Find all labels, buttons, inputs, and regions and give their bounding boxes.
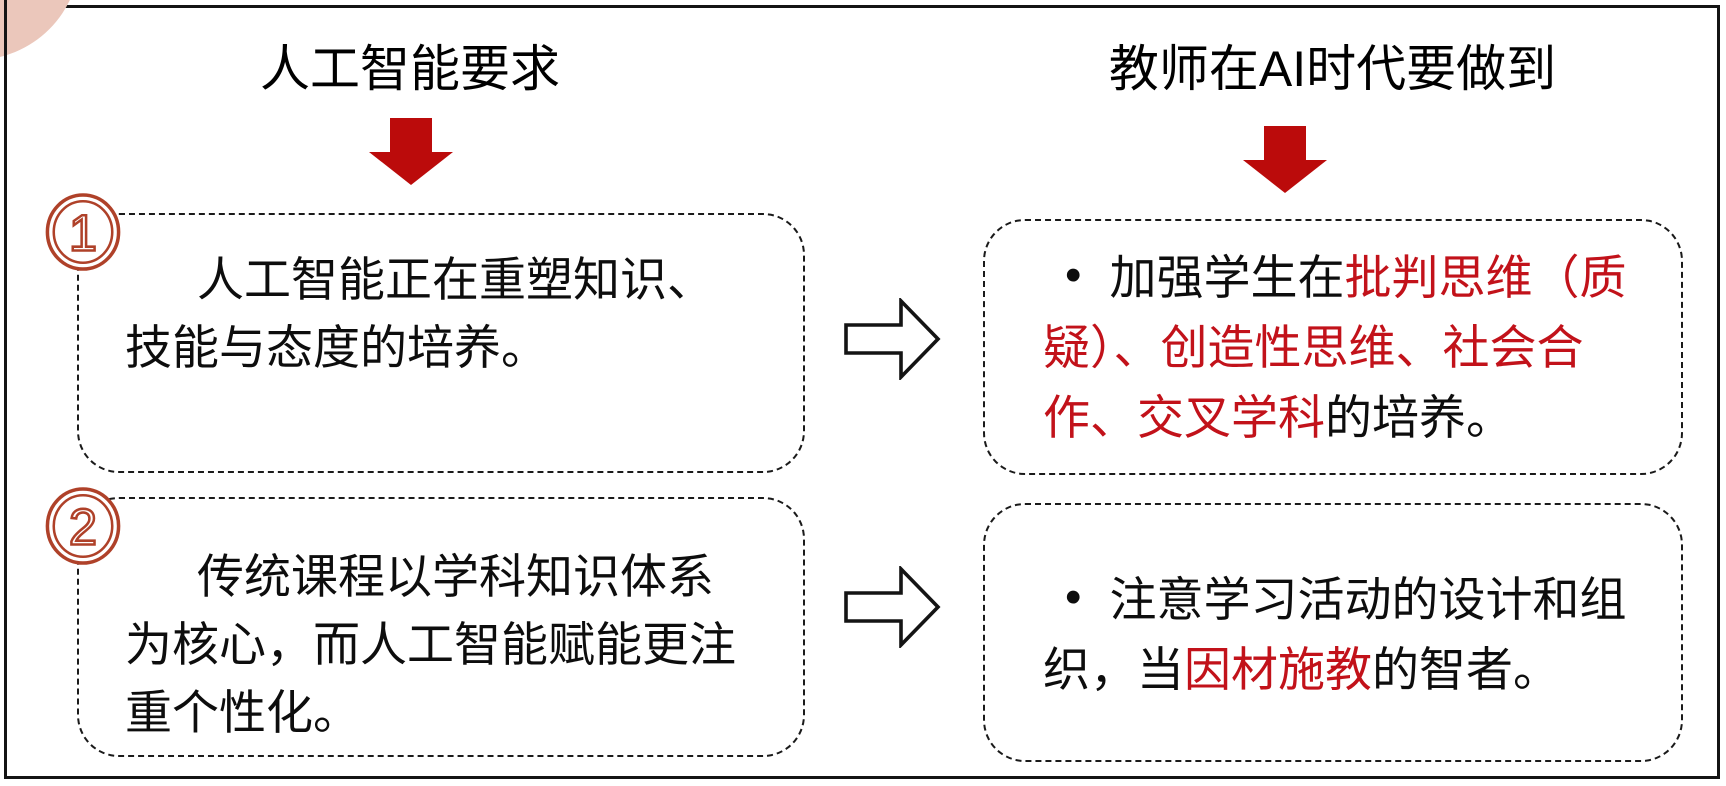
text-line: 作、交叉学科的培养。	[1043, 383, 1626, 453]
down-arrow-stem	[390, 118, 432, 152]
text-segment-highlight: 疑）、创造性思维、社会合	[1043, 321, 1584, 374]
column-header-right: 教师在AI时代要做到	[1108, 41, 1557, 97]
text-line: 传统课程以学科知识体系	[197, 550, 714, 603]
text-segment: 织，当	[1043, 643, 1184, 696]
text-line: 重个性化。	[125, 686, 360, 739]
text-segment-highlight: 作、交叉学科	[1043, 391, 1325, 444]
right-arrow-icon-2	[844, 566, 941, 648]
box-right-1-text: • 加强学生在批判思维（质 疑）、创造性思维、社会合 作、交叉学科的培养。	[1043, 243, 1626, 453]
corner-decoration	[0, 0, 80, 60]
box-right-2	[983, 503, 1683, 762]
text-segment: 加强学生在	[1109, 251, 1345, 304]
down-arrow-icon-left	[369, 118, 453, 185]
box-left-1-text: 人工智能正在重塑知识、 技能与态度的培养。	[125, 246, 714, 382]
box-left-1	[77, 213, 805, 473]
down-arrow-head	[369, 152, 453, 185]
box-left-2-text: 传统课程以学科知识体系 为核心，而人工智能赋能更注 重个性化。	[125, 543, 736, 747]
down-arrow-stem	[1264, 126, 1306, 160]
right-arrow-icon-1	[844, 298, 941, 380]
circled-number-1: 1	[69, 205, 97, 262]
text-line: 织，当因材施教的智者。	[1043, 635, 1626, 705]
slide-frame-left-edge	[4, 0, 7, 62]
circled-number-2: 2	[69, 499, 97, 556]
text-line: 人工智能正在重塑知识、	[197, 253, 714, 306]
box-right-2-text: • 注意学习活动的设计和组 织，当因材施教的智者。	[1043, 565, 1626, 705]
bullet-icon: •	[1065, 570, 1082, 623]
text-segment: 的智者。	[1372, 643, 1560, 696]
text-line: 技能与态度的培养。	[125, 321, 548, 374]
text-segment: 的培养。	[1325, 391, 1513, 444]
numbered-circle-2: 2	[45, 487, 121, 565]
text-segment-highlight: 批判思维（质	[1344, 251, 1627, 304]
down-arrow-head	[1243, 160, 1327, 193]
text-segment-highlight: 因材施教	[1184, 643, 1372, 696]
text-line: • 加强学生在批判思维（质	[1043, 243, 1626, 313]
numbered-circle-1: 1	[45, 193, 121, 271]
text-line: 疑）、创造性思维、社会合	[1043, 313, 1626, 383]
text-segment: 注意学习活动的设计和组	[1109, 573, 1627, 626]
box-left-2	[77, 497, 805, 757]
down-arrow-icon-right	[1243, 126, 1327, 193]
text-line: • 注意学习活动的设计和组	[1043, 565, 1626, 635]
box-right-1	[983, 219, 1683, 475]
text-line: 为核心，而人工智能赋能更注	[125, 618, 736, 671]
column-header-left: 人工智能要求	[260, 41, 560, 97]
bullet-icon: •	[1065, 248, 1082, 301]
